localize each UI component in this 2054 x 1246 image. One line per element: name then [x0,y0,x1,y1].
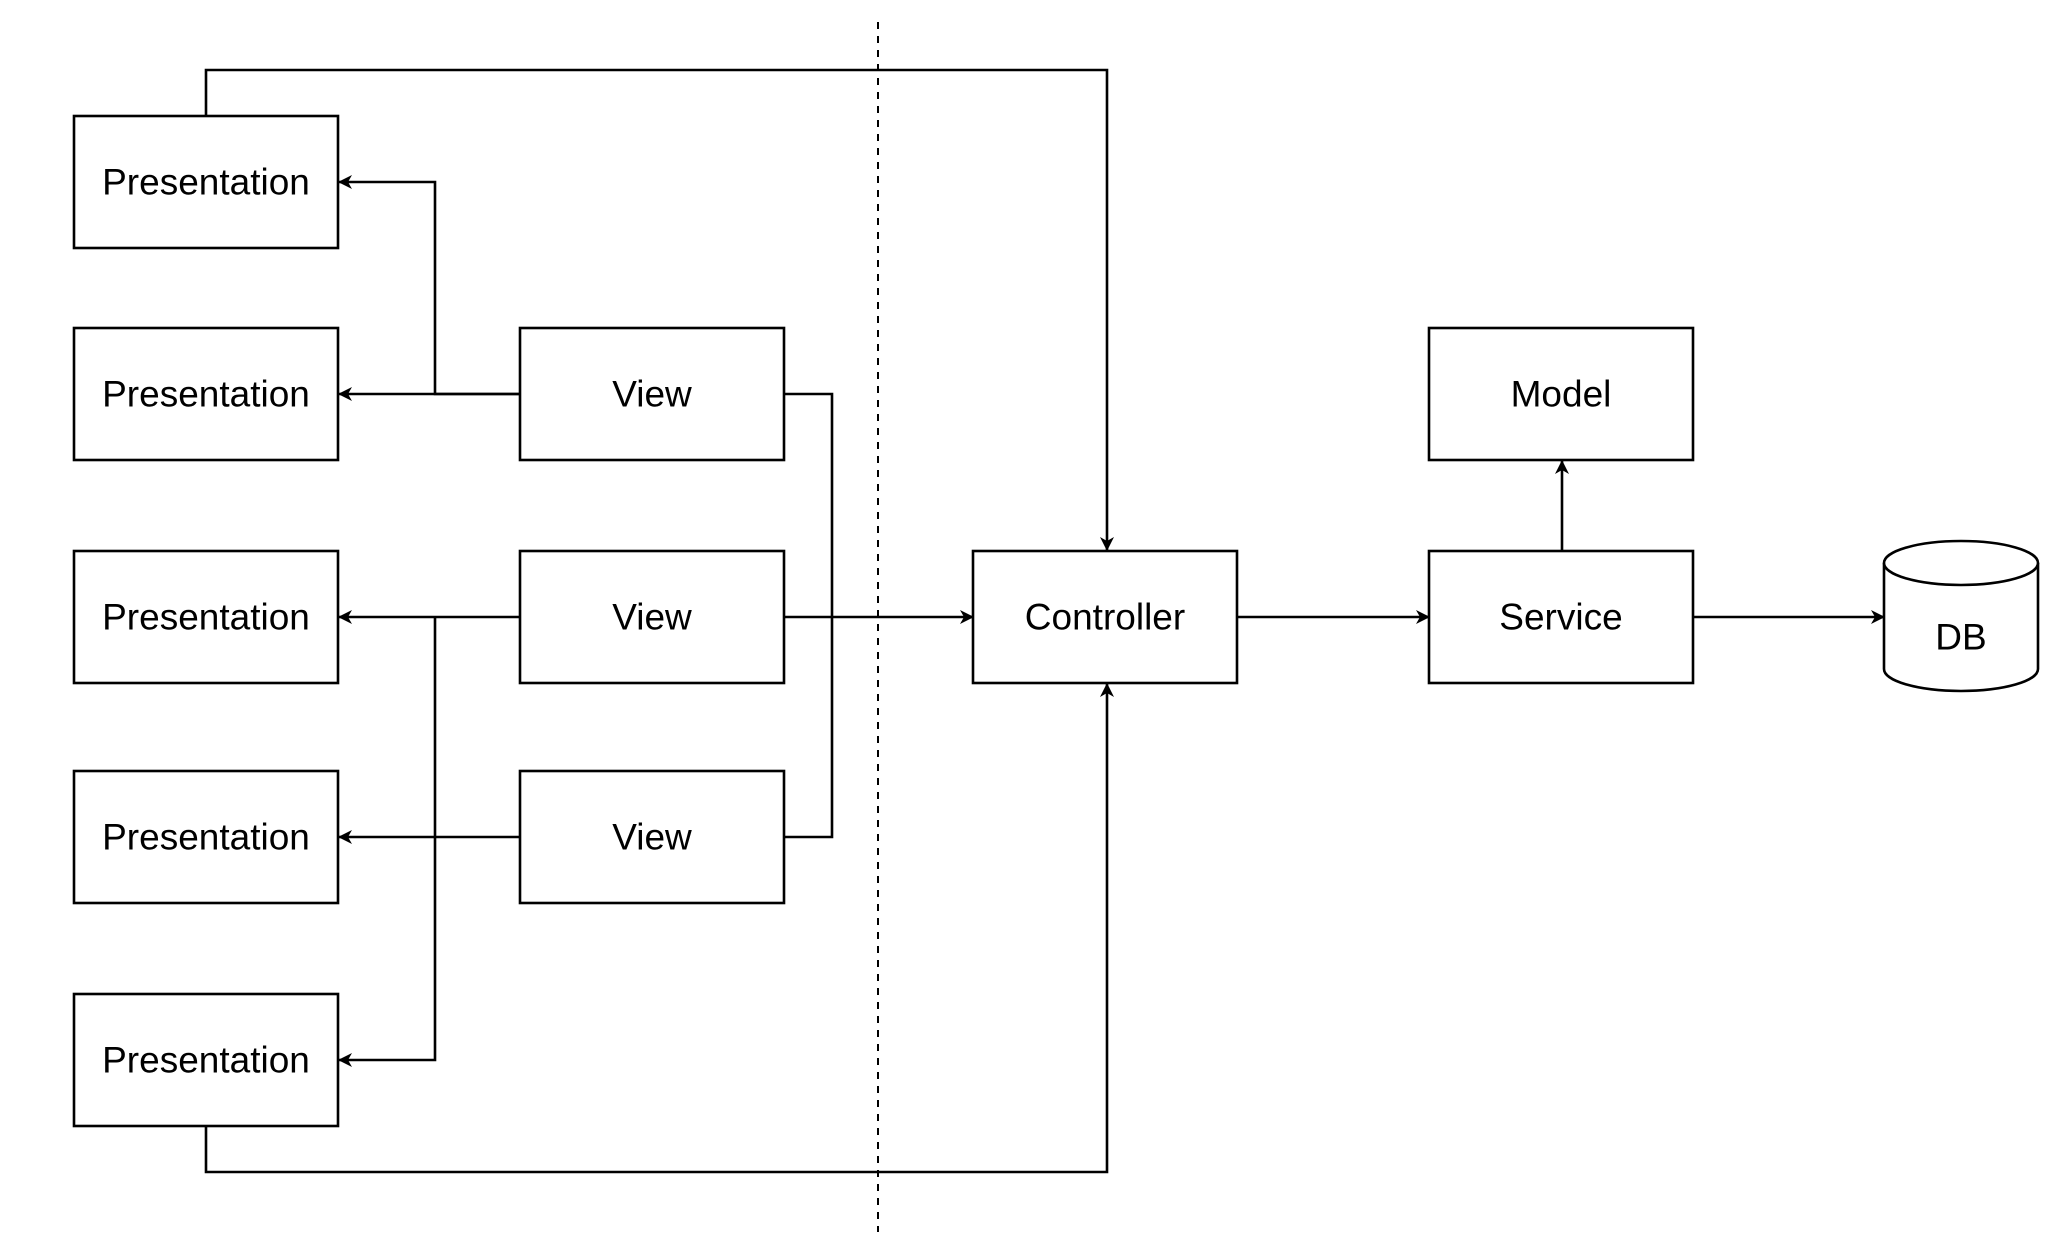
view-box-2[interactable]: View [518,549,786,685]
edge-view1-controller [785,392,834,617]
db-label: DB [1935,617,1986,658]
controller-box[interactable]: Controller [971,549,1239,685]
presentation-box-5[interactable]: Presentation [72,992,340,1128]
presentation-label-4: Presentation [102,817,310,858]
presentation-box-2[interactable]: Presentation [72,326,340,462]
presentation-box-4[interactable]: Presentation [72,769,340,905]
view-label-3: View [612,817,692,858]
view-box-3[interactable]: View [518,769,786,905]
edge-view3-controller [785,617,834,839]
model-box[interactable]: Model [1427,326,1695,462]
presentation-box-1[interactable]: Presentation [72,114,340,250]
service-box[interactable]: Service [1427,549,1695,685]
presentation-label-1: Presentation [102,162,310,203]
service-label: Service [1499,597,1622,638]
view-label-2: View [612,597,692,638]
presentation-label-2: Presentation [102,374,310,415]
model-label: Model [1511,374,1612,415]
controller-label: Controller [1025,597,1185,638]
db-cylinder[interactable]: DB [1882,539,2040,693]
edge-presentation1-controller [204,68,1114,551]
edge-presentation5-controller [204,683,1114,1174]
edge-view1-presentation1 [338,175,520,396]
presentation-label-5: Presentation [102,1040,310,1081]
presentation-box-3[interactable]: Presentation [72,549,340,685]
view-label-1: View [612,374,692,415]
presentation-label-3: Presentation [102,597,310,638]
view-box-1[interactable]: View [518,326,786,462]
edge-view2-presentation5 [338,617,437,1067]
